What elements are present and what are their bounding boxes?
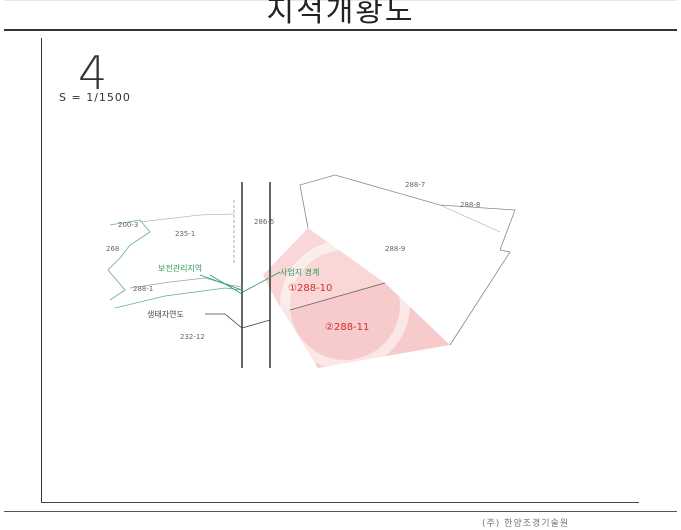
footer-rule (4, 511, 677, 512)
parcel-label-286-5: 286-5 (254, 218, 274, 226)
parcel-boundary-mid (289, 282, 386, 311)
highlight-parcel-288-10 (263, 228, 385, 310)
footer-credit: (주) 한양조경기술원 (482, 519, 570, 529)
parcel-label-232-12: 232-12 (180, 333, 205, 341)
parcel-label-288-1: 288-1 (133, 285, 153, 293)
frame-top-border (4, 0, 677, 1)
parcel-label-288-9: 288-9 (385, 245, 405, 253)
parcel-label-235-1: 235-1 (175, 230, 195, 238)
watermark-circle (280, 240, 410, 370)
lot-label-288-10: ①288-10 (288, 283, 332, 294)
scale-label: S = 1/1500 (59, 91, 131, 104)
leader-management-area-2 (209, 274, 243, 295)
parcel-boundary-north (139, 213, 235, 223)
annotation-planning-boundary: 생태자연도 (147, 309, 184, 319)
annotation-management-area: 보전관리지역 (158, 263, 202, 273)
parcel-boundary-288-9 (439, 204, 501, 233)
annotation-project-site: 사업지 경계 (280, 267, 319, 277)
parcel-label-288-8: 288-8 (460, 201, 480, 209)
document-title: 지적개황도 (266, 0, 415, 29)
parcel-label-268: 268 (106, 245, 119, 253)
sheet-bottom-border (41, 502, 639, 503)
leader-management-area (199, 274, 243, 291)
leader-boundary (205, 313, 271, 329)
parcel-label-288-7: 288-7 (405, 181, 425, 189)
title-rule (4, 29, 677, 31)
leader-project-site (242, 271, 281, 293)
sheet-left-border (41, 38, 42, 503)
parcel-boundary-east (299, 174, 516, 346)
lot-label-288-11: ②288-11 (325, 322, 369, 333)
parcel-label-200-3: 200-3 (118, 221, 138, 229)
parcel-boundary-inner (129, 277, 243, 289)
sheet-number: 4 (78, 46, 108, 100)
